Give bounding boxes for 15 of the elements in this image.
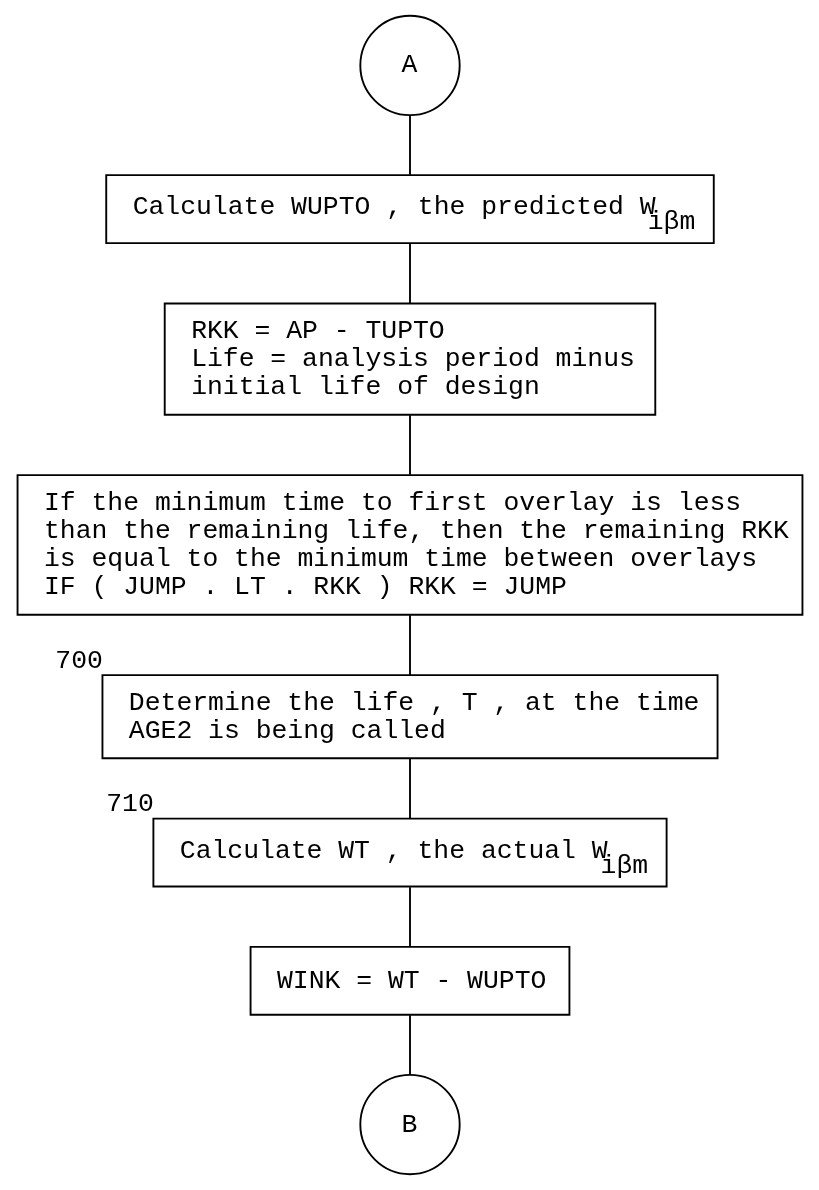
connector [408,414,411,476]
connector [408,886,411,947]
node-label: 700 [54,646,103,677]
node-box: Determine the life , T , at the time AGE2 is being called [101,674,718,760]
node-box: If the minimum time to first overlay is less than the remaining life, then the remaining RKK is equal to the minimum time between overlays IF ( JUMP . LT . RKK ) RKK = JUMP [16,474,803,616]
connector [408,614,411,676]
connector [408,242,411,304]
connector [408,114,411,176]
connector [408,1014,411,1076]
node-label: 710 [105,789,154,820]
node-box: WINK = WT - WUPTO [249,945,570,1016]
node-circle: A [358,14,461,117]
node-circle: B [358,1073,461,1176]
connector [408,757,411,820]
node-box: RKK = AP - TUPTO Life = analysis period minus initial life of design [163,302,656,416]
